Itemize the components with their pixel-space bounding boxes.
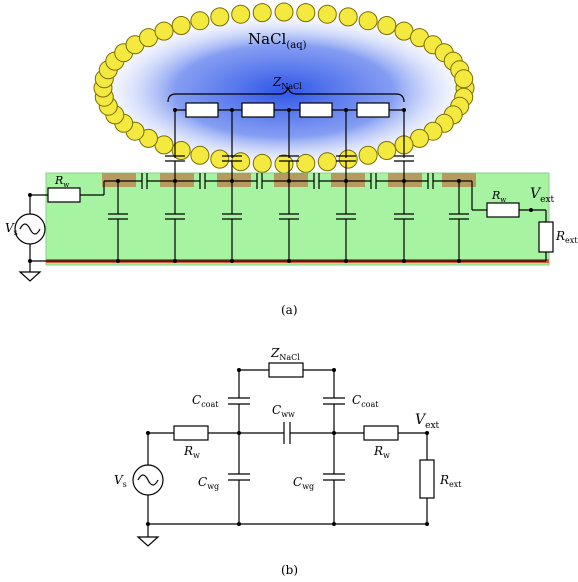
bead xyxy=(190,145,210,165)
bead xyxy=(338,7,358,27)
ccoat-right-label: Ccoat xyxy=(352,393,379,409)
caption-b: (b) xyxy=(281,563,298,577)
panel-a: NaCl(aq) ZNaCl xyxy=(5,2,578,317)
vs-label-b: Vs xyxy=(114,473,127,489)
bead xyxy=(210,149,230,169)
rw-right-resistor-a xyxy=(486,202,520,218)
z-nacl-brace xyxy=(167,86,405,103)
ground-icon xyxy=(18,271,42,282)
z-taps xyxy=(173,108,406,158)
z-resistor-2 xyxy=(241,102,275,118)
wiring-nodes-b xyxy=(146,368,429,526)
rext-resistor-a xyxy=(538,221,554,253)
bead xyxy=(154,21,174,41)
cwg-left-label: Cwg xyxy=(198,475,219,491)
rw-left-label-a: Rw xyxy=(54,174,69,189)
source-branch-a: Rw Vs xyxy=(5,174,546,282)
bead xyxy=(210,7,230,27)
rw-right-label-a: Rw xyxy=(491,189,506,204)
rw-right-resistor-b xyxy=(363,425,399,441)
droplet-label: NaCl(aq) xyxy=(248,30,307,51)
cww-label: Cww xyxy=(272,403,295,419)
rw-right-label-b: Rw xyxy=(373,444,390,460)
z-resistor-b xyxy=(268,362,304,378)
bead xyxy=(231,4,251,24)
cwg-right-label: Cwg xyxy=(293,475,314,491)
bead xyxy=(358,11,378,31)
cwg-capacitor-row xyxy=(108,181,469,261)
vext-label-a: Vext xyxy=(530,186,555,205)
caption-a: (a) xyxy=(281,303,298,317)
z-label-b: ZNaCl xyxy=(270,346,300,362)
bead xyxy=(317,4,337,24)
bead xyxy=(274,2,294,22)
droplet xyxy=(103,12,465,164)
rw-left-resistor-b xyxy=(173,425,209,441)
rext-resistor-b xyxy=(419,459,435,499)
bead xyxy=(377,141,397,160)
rext-label-a: Rext xyxy=(555,229,578,245)
rext-label-b: Rext xyxy=(439,473,462,489)
bead xyxy=(377,16,397,35)
z-resistor-4 xyxy=(356,102,390,118)
panel-b: ZNaCl Ccoat Ccoat Cww Rw Rw Vext Cwg Cwg xyxy=(114,346,462,577)
bead xyxy=(274,154,294,174)
bead xyxy=(454,69,474,89)
bead xyxy=(252,153,272,173)
bead xyxy=(358,145,378,165)
sine-icon xyxy=(19,223,41,235)
z-resistor-3 xyxy=(299,102,333,118)
bead xyxy=(296,153,316,173)
vext-label-b: Vext xyxy=(415,412,440,431)
bead xyxy=(171,16,191,35)
coating-capacitors xyxy=(165,155,414,181)
bead xyxy=(190,11,210,31)
z-resistor-1 xyxy=(185,102,219,118)
bead xyxy=(338,149,358,169)
output-branch-a: Rw Vext Rext xyxy=(459,180,578,261)
rw-left-label-b: Rw xyxy=(183,444,200,460)
vs-label-a: Vs xyxy=(5,221,18,237)
ground-icon xyxy=(136,536,160,547)
bead xyxy=(171,141,191,160)
ccoat-left-label: Ccoat xyxy=(192,393,219,409)
bead xyxy=(317,152,337,172)
sine-icon xyxy=(137,474,159,486)
bead xyxy=(296,3,316,23)
bead xyxy=(252,3,272,23)
z-nacl-label: ZNaCl xyxy=(272,75,302,91)
rw-left-resistor-a xyxy=(47,187,81,203)
